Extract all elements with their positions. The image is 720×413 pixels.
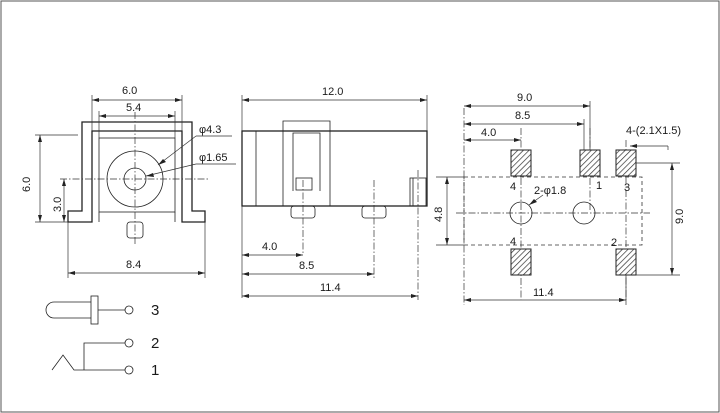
footprint-view: 4 1 3 4 2 9.0 8.5 4.0 4-(2.1X1.5) 4.8 xyxy=(433,92,686,305)
dim-front-center-height: 3.0 xyxy=(52,197,64,212)
schematic-pin-label-3: 3 xyxy=(151,302,159,319)
schematic-plug xyxy=(45,301,91,319)
pad-label-3: 3 xyxy=(624,182,630,194)
dim-footprint-holes: 2-φ1.8 xyxy=(534,185,566,197)
pad-label-2: 2 xyxy=(611,237,617,249)
schematic-pin-label-1: 1 xyxy=(151,362,159,379)
schematic-terminal-3 xyxy=(124,305,134,315)
side-view-body xyxy=(241,130,428,207)
dim-side-pin-c: 11.4 xyxy=(320,282,341,294)
schematic-terminal-2 xyxy=(124,338,134,348)
schematic-terminal-1 xyxy=(124,365,134,375)
dim-front-width-outer: 6.0 xyxy=(122,85,137,97)
dim-footprint-top-outer: 9.0 xyxy=(517,92,532,104)
label-outer-diameter: φ4.3 xyxy=(199,124,221,136)
footprint-hole-right xyxy=(572,201,596,225)
dim-side-length: 12.0 xyxy=(322,86,343,98)
pad-label-1: 1 xyxy=(596,180,602,192)
dim-side-pin-b: 8.5 xyxy=(299,260,314,272)
footprint-pad-4-bottom xyxy=(510,248,532,276)
front-view-housing xyxy=(98,137,176,213)
dim-footprint-bottom-width: 11.4 xyxy=(533,287,554,299)
footprint-pad-2 xyxy=(615,248,637,276)
schematic-plug-flange xyxy=(90,295,99,325)
footprint-pad-4-top xyxy=(510,149,532,177)
dim-footprint-right-height: 9.0 xyxy=(674,209,686,224)
footprint-pad-3 xyxy=(615,149,637,177)
pad-label-4-bottom: 4 xyxy=(510,236,516,248)
dim-front-width-inner: 5.4 xyxy=(126,102,141,114)
front-view: 6.0 5.4 6.0 3.0 8.4 φ4.3 φ xyxy=(21,85,236,278)
side-view-terminal-3 xyxy=(409,177,427,207)
footprint-hole-left xyxy=(509,201,533,225)
dim-footprint-pad-size: 4-(2.1X1.5) xyxy=(626,125,681,137)
front-view-center-pin xyxy=(126,221,144,239)
dim-front-height: 6.0 xyxy=(21,177,33,192)
schematic-pin-label-2: 2 xyxy=(151,335,159,352)
side-view: 12.0 4.0 8.5 11.4 xyxy=(241,86,428,300)
dim-footprint-top-mid: 8.5 xyxy=(515,110,530,122)
footprint-pad-1 xyxy=(579,149,601,177)
dim-footprint-hole-spacing: 4.8 xyxy=(433,207,445,222)
dim-front-base-width: 8.4 xyxy=(126,259,141,271)
schematic-symbol: 3 2 1 xyxy=(45,295,159,379)
dim-footprint-top-inner: 4.0 xyxy=(481,127,496,139)
dim-side-pin-a: 4.0 xyxy=(262,241,277,253)
pad-label-4-top: 4 xyxy=(510,181,516,193)
label-inner-diameter: φ1.65 xyxy=(199,152,228,164)
